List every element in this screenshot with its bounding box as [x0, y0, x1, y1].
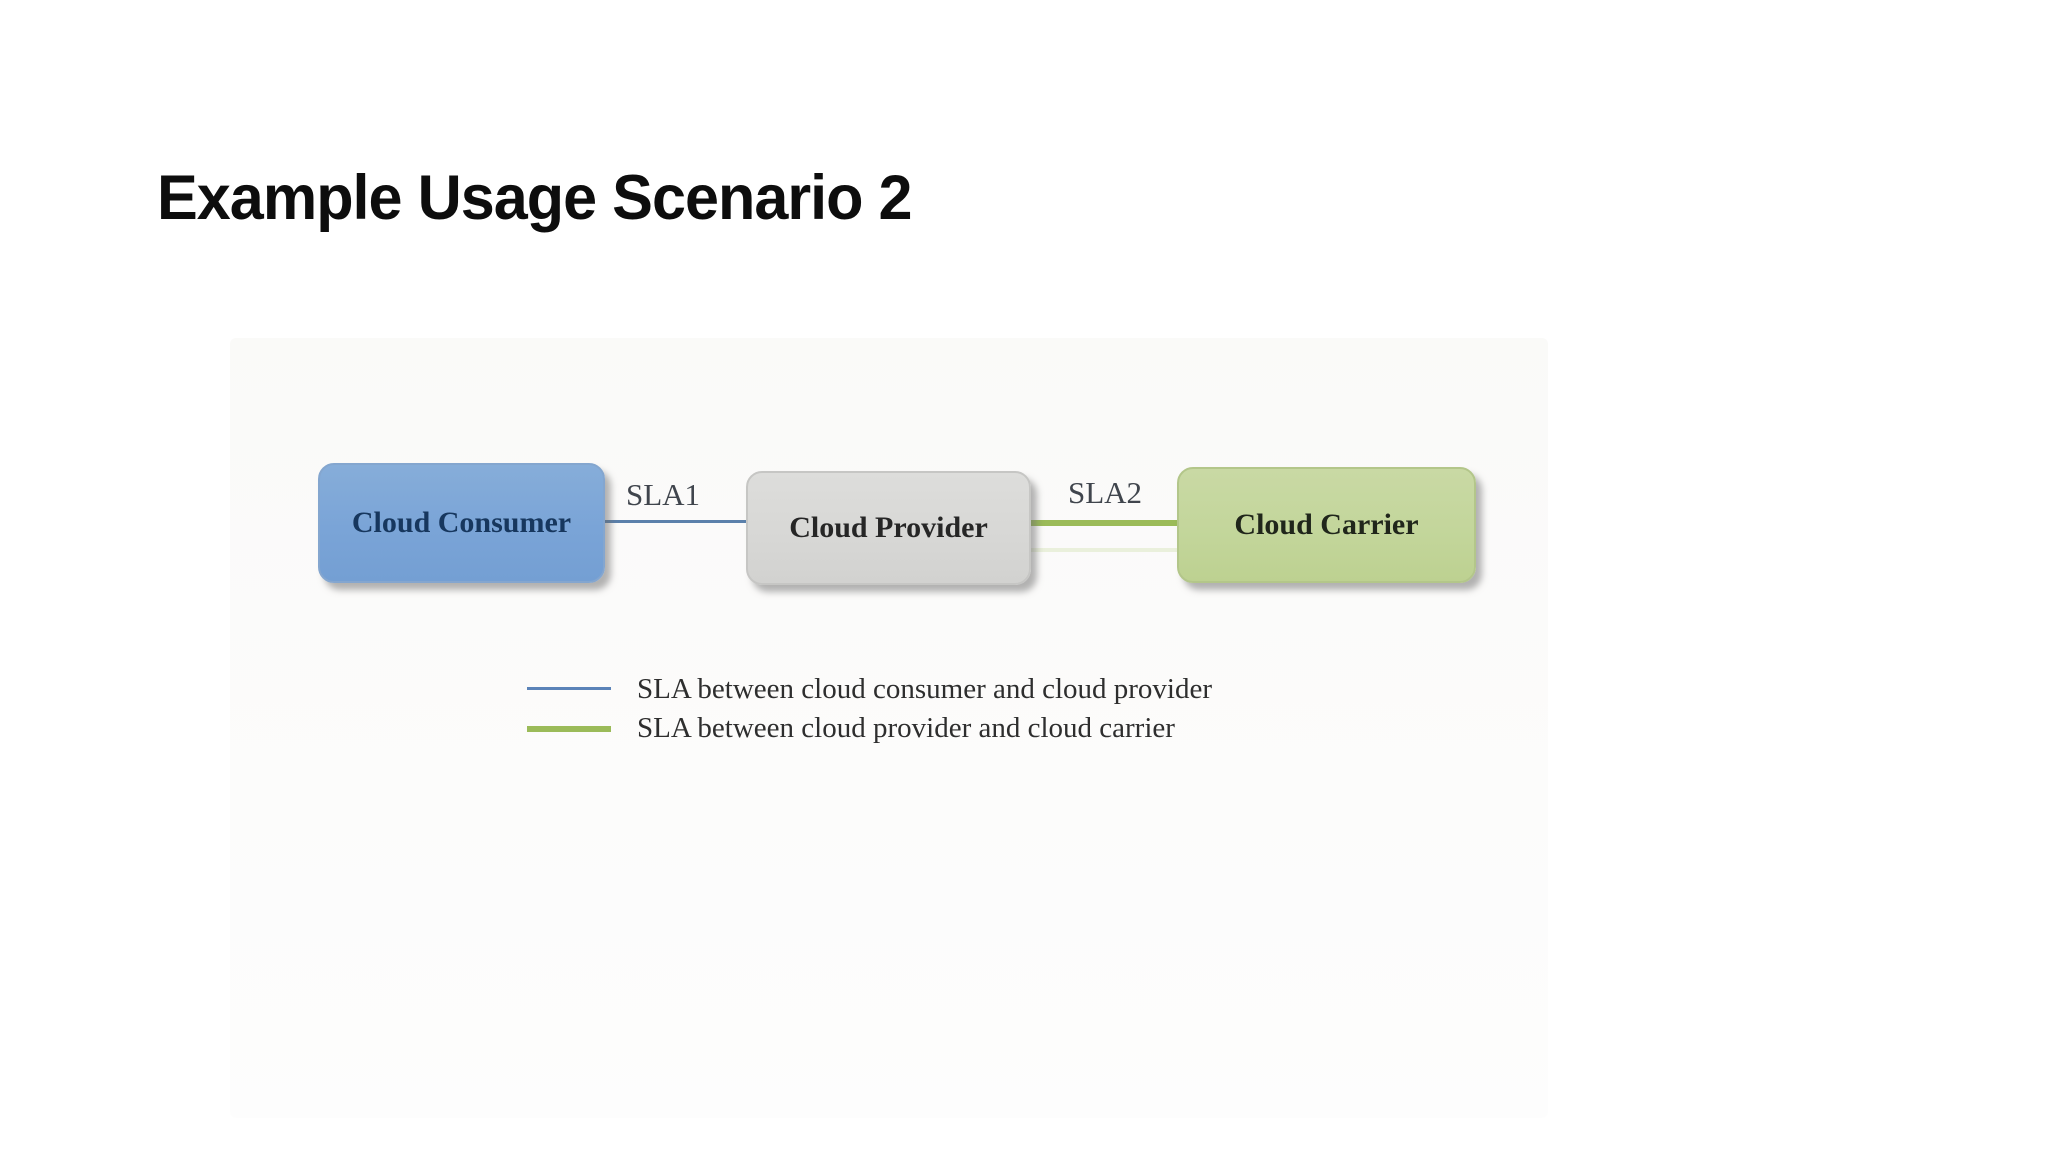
node-cloud-consumer-label: Cloud Consumer — [351, 506, 572, 539]
node-cloud-consumer: Cloud Consumer — [318, 463, 605, 583]
slide-title: Example Usage Scenario 2 — [157, 163, 913, 234]
node-cloud-provider-label: Cloud Provider — [789, 511, 988, 544]
legend-swatch-sla2 — [527, 726, 611, 732]
sla2-connector-line — [1025, 520, 1178, 526]
sla2-connector-ghost-line — [1030, 548, 1178, 552]
sla1-label: SLA1 — [625, 477, 701, 512]
legend-label-sla1: SLA between cloud consumer and cloud pro… — [637, 673, 1213, 705]
legend-swatch-sla1 — [527, 687, 611, 690]
sla1-connector-line — [599, 520, 747, 523]
node-cloud-carrier-label: Cloud Carrier — [1234, 508, 1419, 541]
sla2-label: SLA2 — [1067, 475, 1143, 510]
legend-label-sla2: SLA between cloud provider and cloud car… — [637, 712, 1175, 744]
node-cloud-provider: Cloud Provider — [746, 471, 1031, 585]
node-cloud-carrier: Cloud Carrier — [1177, 467, 1476, 583]
